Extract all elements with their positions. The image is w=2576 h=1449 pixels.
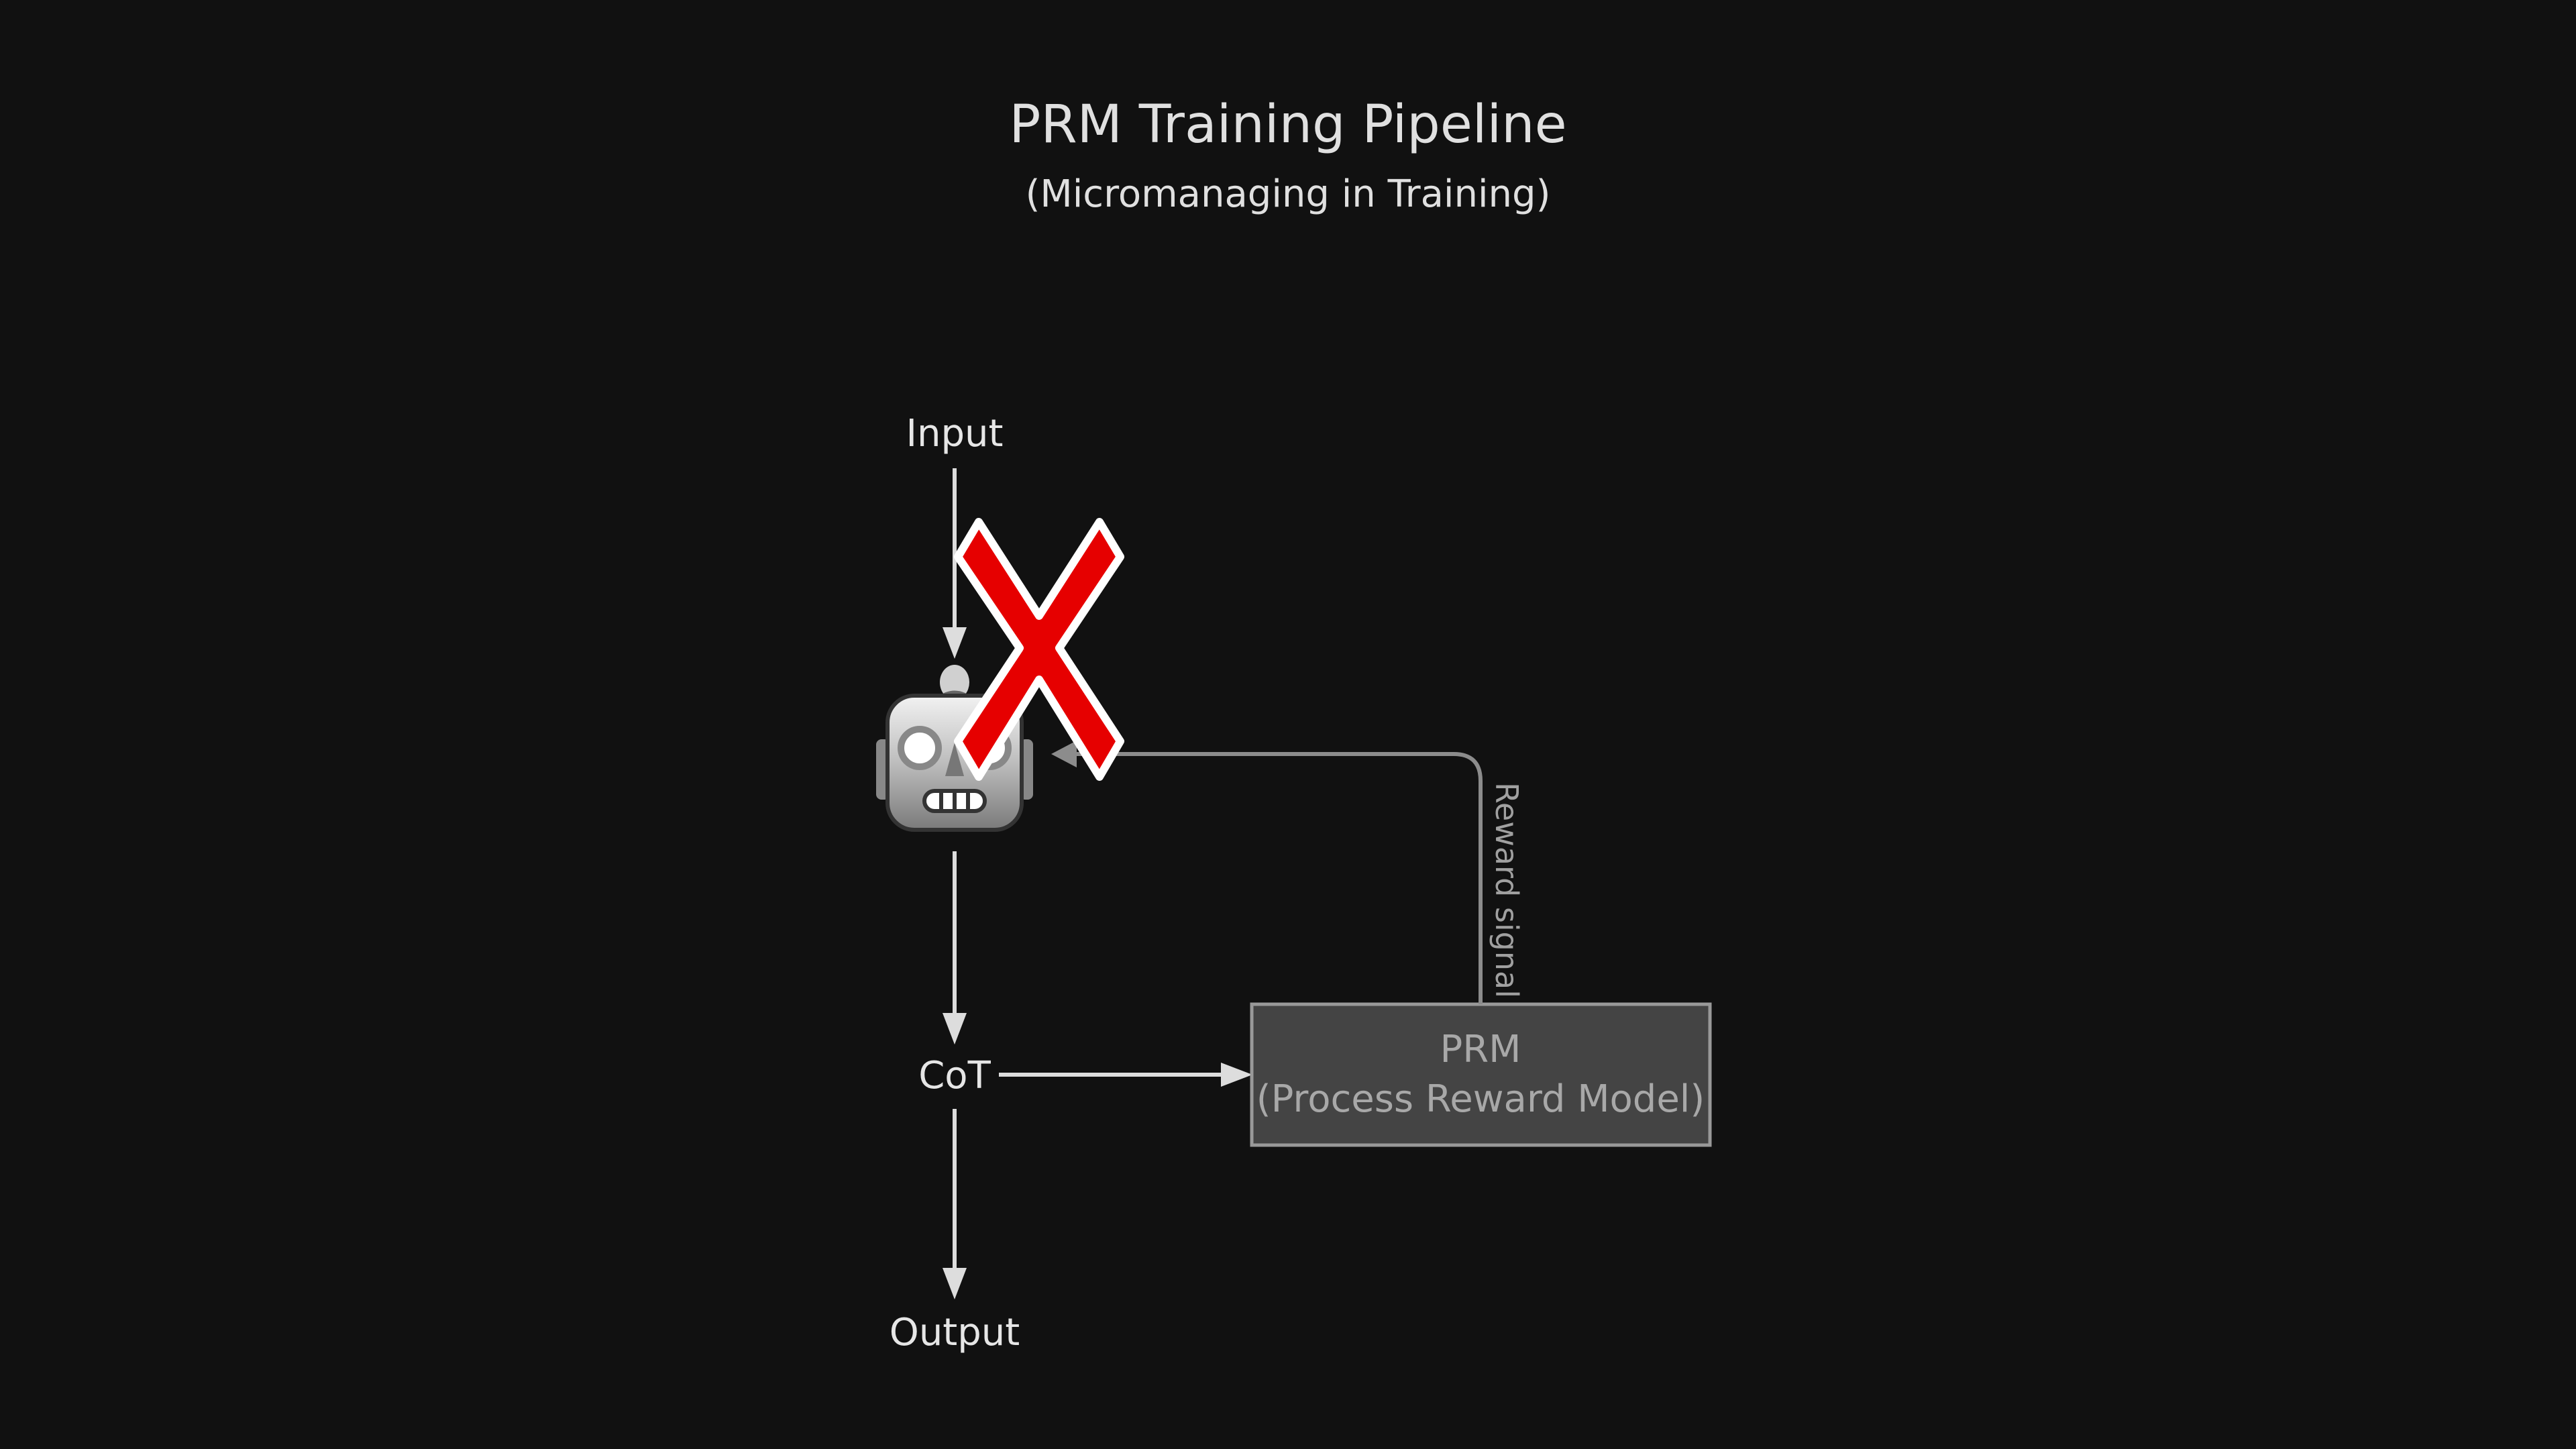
edge-model-to-cot bbox=[943, 851, 967, 1044]
prm-node: PRM (Process Reward Model) bbox=[1250, 1002, 1712, 1147]
edge-reward-signal: Reward signal bbox=[1051, 741, 1525, 1004]
prm-label: PRM bbox=[1440, 1028, 1521, 1071]
edge-cot-to-output bbox=[943, 1109, 967, 1299]
red-x-cross-icon bbox=[954, 518, 1124, 781]
robot-icon bbox=[876, 665, 1033, 832]
diagram-subtitle: (Micromanaging in Training) bbox=[1026, 172, 1551, 216]
edge-input-to-model bbox=[943, 468, 967, 659]
reward-signal-label: Reward signal bbox=[1489, 782, 1525, 998]
input-label: Input bbox=[906, 412, 1003, 455]
edge-cot-to-prm bbox=[999, 1063, 1252, 1087]
diagram-title: PRM Training Pipeline bbox=[1009, 95, 1566, 155]
prm-sublabel: (Process Reward Model) bbox=[1256, 1077, 1705, 1121]
output-label: Output bbox=[890, 1311, 1020, 1354]
cot-label: CoT bbox=[918, 1054, 991, 1097]
